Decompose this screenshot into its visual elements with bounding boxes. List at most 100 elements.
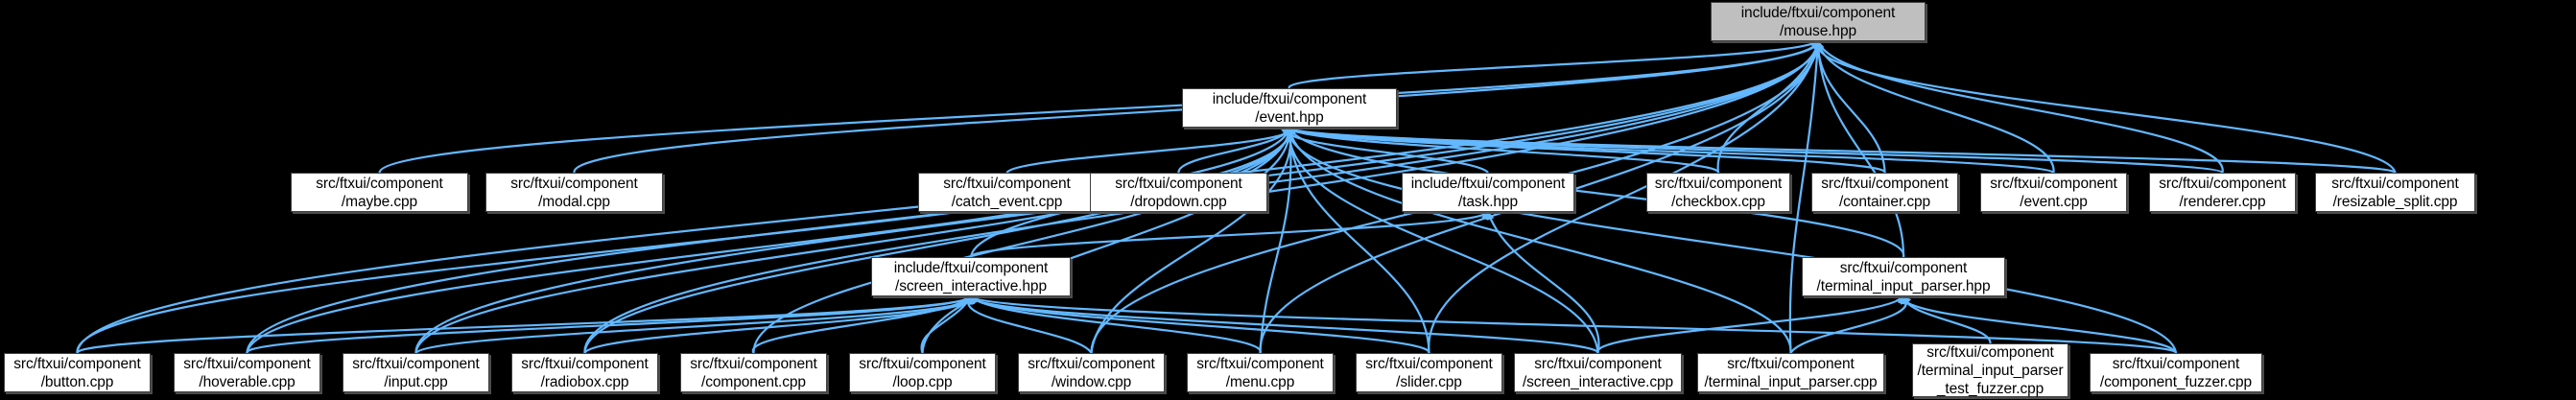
graph-node-loop_cpp[interactable]: src/ftxui/component/loop.cpp — [849, 353, 996, 392]
graph-node-window_cpp[interactable]: src/ftxui/component/window.cpp — [1018, 353, 1165, 392]
graph-edge — [583, 127, 1294, 354]
graph-node-label-line: include/ftxui/component — [1410, 175, 1566, 192]
graph-node-mouse_hpp[interactable]: include/ftxui/component/mouse.hpp — [1711, 2, 1926, 41]
graph-node-terminal_input_parser_hpp[interactable]: src/ftxui/component/terminal_input_parse… — [1802, 257, 2005, 296]
graph-node-label-line: src/ftxui/component — [1196, 355, 1324, 372]
graph-node-label-line: /maybe.cpp — [341, 193, 418, 210]
graph-node-label-line: /modal.cpp — [538, 193, 610, 210]
graph-edge — [962, 295, 1093, 354]
graph-node-dropdown_cpp[interactable]: src/ftxui/component/dropdown.cpp — [1090, 173, 1267, 212]
graph-node-label-line: /container.cpp — [1838, 193, 1931, 210]
graph-node-event_cpp[interactable]: src/ftxui/component/event.cpp — [1980, 173, 2127, 212]
graph-edge — [969, 211, 1489, 259]
graph-edge — [1814, 40, 1905, 258]
graph-node-label-line: /dropdown.cpp — [1130, 193, 1227, 210]
graph-node-slider_cpp[interactable]: src/ftxui/component/slider.cpp — [1356, 353, 1502, 392]
graph-edge — [1596, 295, 1904, 354]
graph-node-event_hpp[interactable]: include/ftxui/component/event.hpp — [1182, 88, 1397, 128]
graph-node-label-line: src/ftxui/component — [1821, 175, 1949, 192]
graph-node-label-line: /renderer.cpp — [2179, 193, 2266, 210]
graph-node-label-line: src/ftxui/component — [316, 175, 443, 192]
graph-edge — [76, 295, 973, 355]
graph-edge — [967, 294, 1599, 355]
graph-node-terminal_input_parser_fuzzer[interactable]: src/ftxui/component/terminal_input_parse… — [1912, 343, 2068, 397]
graph-node-label-line: /catch_event.cpp — [951, 193, 1063, 210]
graph-edge — [246, 295, 972, 355]
graph-node-label-line: src/ftxui/component — [1115, 175, 1242, 192]
graph-edge — [414, 127, 1295, 354]
graph-edge — [76, 127, 1292, 354]
graph-edge — [1281, 127, 1489, 174]
graph-node-label-line: src/ftxui/component — [1365, 355, 1493, 372]
graph-node-label-line: /checkbox.cpp — [1671, 193, 1765, 210]
graph-edge — [1901, 295, 1992, 344]
graph-node-label-line: /loop.cpp — [892, 373, 953, 390]
graph-node-input_cpp[interactable]: src/ftxui/component/input.cpp — [343, 353, 489, 392]
graph-node-radiobox_cpp[interactable]: src/ftxui/component/radiobox.cpp — [511, 353, 658, 392]
graph-node-label-line: _test_fuzzer.cpp — [1936, 380, 2044, 397]
graph-node-label-line: /screen_interactive.hpp — [895, 277, 1047, 294]
graph-edge — [1177, 127, 1292, 174]
graph-edge — [1811, 40, 2397, 174]
graph-node-task_hpp[interactable]: include/ftxui/component/task.hpp — [1402, 173, 1574, 212]
graph-node-terminal_input_parser_cpp[interactable]: src/ftxui/component/terminal_input_parse… — [1697, 353, 1884, 392]
graph-edge — [1287, 127, 1792, 354]
graph-node-resizable_split_cpp[interactable]: src/ftxui/component/resizable_split.cpp — [2315, 173, 2475, 212]
graph-edge — [1286, 126, 2397, 175]
graph-node-catch_event_cpp[interactable]: src/ftxui/component/catch_event.cpp — [918, 173, 1096, 212]
graph-node-label-line: /resizable_split.cpp — [2332, 193, 2458, 210]
graph-edge — [1285, 127, 1430, 354]
graph-node-label-line: src/ftxui/component — [1028, 355, 1155, 372]
graph-node-component_fuzzer_cpp[interactable]: src/ftxui/component/component_fuzzer.cpp — [2090, 353, 2262, 392]
graph-node-label-line: /terminal_input_parser.hpp — [1816, 277, 1991, 294]
graph-node-label-line: /terminal_input_parser — [1917, 362, 2064, 379]
graph-node-label-line: /component_fuzzer.cpp — [2099, 373, 2253, 390]
graph-node-label-line: /task.hpp — [1457, 193, 1518, 210]
graph-edge — [752, 127, 1293, 354]
graph-node-label-line: include/ftxui/component — [1212, 90, 1367, 107]
graph-node-label-line: src/ftxui/component — [1654, 175, 1783, 192]
graph-edge — [969, 295, 1430, 355]
graph-node-maybe_cpp[interactable]: src/ftxui/component/maybe.cpp — [291, 173, 468, 212]
graph-node-label-line: src/ftxui/component — [2159, 175, 2286, 192]
graph-edge — [414, 294, 980, 354]
graph-node-label-line: /radiobox.cpp — [540, 373, 629, 390]
graph-edge — [970, 295, 1262, 354]
graph-node-label-line: src/ftxui/component — [521, 355, 649, 372]
graph-node-label-line: src/ftxui/component — [183, 355, 311, 372]
graph-node-button_cpp[interactable]: src/ftxui/component/button.cpp — [4, 353, 151, 392]
graph-node-checkbox_cpp[interactable]: src/ftxui/component/checkbox.cpp — [1646, 173, 1790, 212]
graph-edge — [1282, 126, 2224, 175]
graph-node-label-line: src/ftxui/component — [2112, 355, 2240, 372]
graph-edge — [921, 127, 1294, 354]
graph-node-screen_interactive_cpp[interactable]: src/ftxui/component/screen_interactive.c… — [1514, 353, 1682, 392]
graph-node-label-line: src/ftxui/component — [1926, 343, 2054, 361]
graph-node-label-line: src/ftxui/component — [352, 355, 480, 372]
graph-node-label-line: /button.cpp — [40, 373, 114, 390]
graph-edge — [1789, 295, 1912, 354]
graph-edge — [1815, 40, 2055, 174]
graph-node-screen_interactive_hpp[interactable]: include/ftxui/component/screen_interacti… — [871, 257, 1071, 296]
graph-edge — [1288, 127, 1886, 175]
graph-node-renderer_cpp[interactable]: src/ftxui/component/renderer.cpp — [2149, 173, 2296, 212]
graph-node-label-line: src/ftxui/component — [690, 355, 817, 372]
graph-node-modal_cpp[interactable]: src/ftxui/component/modal.cpp — [485, 173, 663, 212]
graph-node-label-line: /screen_interactive.cpp — [1522, 373, 1674, 390]
graph-node-menu_cpp[interactable]: src/ftxui/component/menu.cpp — [1187, 353, 1334, 392]
graph-node-container_cpp[interactable]: src/ftxui/component/container.cpp — [1811, 173, 1958, 212]
graph-node-component_cpp[interactable]: src/ftxui/component/component.cpp — [680, 353, 827, 392]
graph-node-label-line: /menu.cpp — [1225, 373, 1295, 390]
graph-node-label-line: src/ftxui/component — [943, 175, 1071, 192]
graph-edge — [378, 40, 1823, 174]
graph-edge — [1288, 40, 1819, 90]
graph-edge — [1259, 127, 1294, 354]
graph-edge — [1281, 126, 2055, 174]
graph-edge — [1005, 127, 1298, 174]
graph-edge — [583, 294, 979, 354]
graph-node-label-line: src/ftxui/component — [2331, 175, 2459, 192]
graph-node-hoverable_cpp[interactable]: src/ftxui/component/hoverable.cpp — [174, 353, 320, 392]
graph-node-label-line: include/ftxui/component — [893, 259, 1049, 276]
graph-edge — [1285, 127, 1599, 354]
graph-node-label-line: /mouse.hpp — [1780, 22, 1856, 39]
